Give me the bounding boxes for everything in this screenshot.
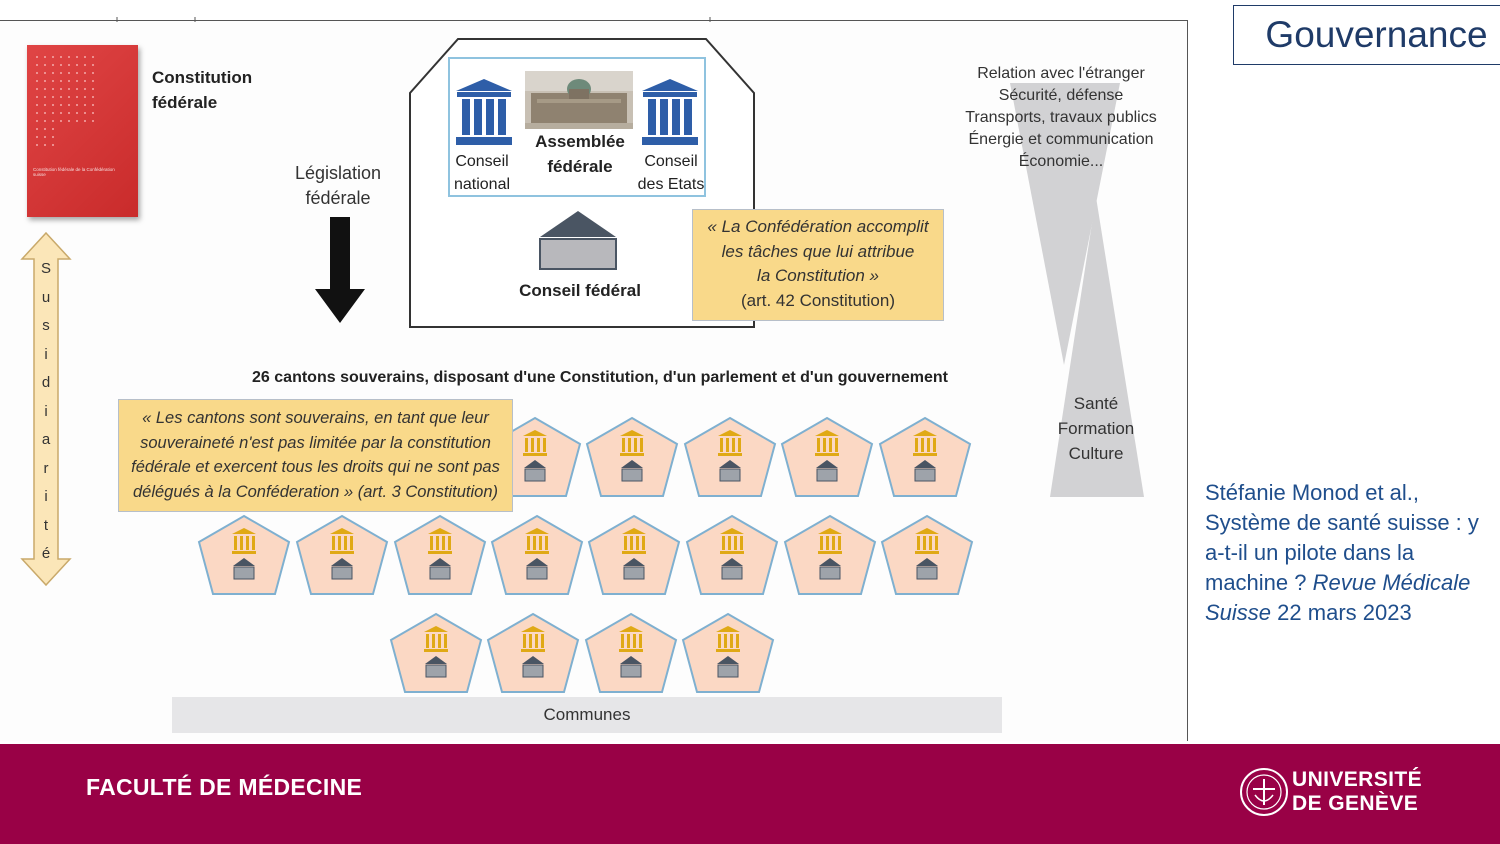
conseil-national-line2: national	[453, 176, 511, 193]
cantonal-quote-line2: souveraineté n'est pas limitée par la co…	[140, 433, 491, 452]
citation-authors: Stéfanie Monod et al., Système de santé …	[1205, 480, 1479, 595]
conseil-des-etats-line2: des Etats	[637, 176, 705, 193]
citation-date: 22 mars 2023	[1277, 600, 1412, 625]
subsidiarity-letter: r	[43, 459, 49, 477]
conseil-national-building-icon	[456, 79, 512, 145]
subsidiarity-letter: é	[41, 545, 51, 562]
federal-quote: « La Confédération accomplit les tâches …	[692, 209, 944, 321]
cantonal-task-3: Culture	[1068, 444, 1124, 463]
canton-pentagon	[878, 416, 972, 497]
slide-title-box: Gouvernance	[1233, 5, 1500, 65]
subsidiarity-letter: s	[42, 317, 50, 334]
governance-diagram: Constitution fédérale de la Confédératio…	[0, 17, 1188, 741]
federal-task-3: Transports, travaux publics	[965, 109, 1157, 126]
subsidiarity-arrow	[20, 231, 72, 587]
legislation-line2: fédérale	[305, 188, 371, 208]
canton-pentagon	[486, 612, 580, 693]
canton-pentagon	[685, 514, 779, 595]
canton-pentagon	[393, 514, 487, 595]
canton-pentagon	[587, 514, 681, 595]
conseil-des-etats-building-icon	[642, 79, 698, 145]
conseil-federal-label: Conseil fédéral	[519, 281, 641, 300]
cantonal-task-1: Santé	[1073, 394, 1119, 413]
canton-pentagon	[295, 514, 389, 595]
federal-task-1: Relation avec l'étranger	[977, 65, 1145, 82]
citation: Stéfanie Monod et al., Système de santé …	[1205, 478, 1497, 628]
canton-pentagon	[683, 416, 777, 497]
cantonal-quote: « Les cantons sont souverains, en tant q…	[118, 399, 513, 512]
constitution-book: Constitution fédérale de la Confédératio…	[27, 45, 138, 217]
university-name-line1: UNIVERSITÉ	[1292, 768, 1423, 791]
subsidiarity-letter: u	[41, 288, 51, 306]
citation-journal: Revue Médicale Suisse	[1205, 570, 1471, 625]
cantonal-quote-line1: « Les cantons sont souverains, en tant q…	[142, 409, 489, 427]
federal-quote-line4: (art. 42 Constitution)	[740, 290, 895, 310]
subsidiarity-letter: t	[43, 516, 49, 534]
constitution-label-line1: Constitution	[152, 68, 253, 87]
canton-pentagon	[681, 612, 775, 693]
cantons-heading: 26 cantons souverains, disposant d'une C…	[252, 369, 948, 386]
footer-bar	[0, 744, 1500, 844]
canton-pentagon	[780, 416, 874, 497]
canton-pentagon	[783, 514, 877, 595]
subsidiarity-letter: S	[40, 260, 51, 277]
federal-tasks-list: Relation avec l'étranger Sécurité, défen…	[956, 63, 1166, 173]
federal-task-4: Énergie et communication	[968, 131, 1154, 148]
canton-pentagon	[490, 514, 584, 595]
canton-pentagon	[197, 514, 291, 595]
university-name-line2: DE GENÈVE	[1292, 792, 1419, 815]
canton-pentagon	[584, 612, 678, 693]
university-name: UNIVERSITÉ DE GENÈVE	[1292, 768, 1422, 816]
conseil-des-etats-label: Conseil des Etats	[636, 150, 706, 196]
constitution-label-line2: fédérale	[152, 93, 218, 112]
canton-pentagon	[585, 416, 679, 497]
assemblee-line1: Assemblée	[535, 132, 625, 151]
subsidiarity-letter: i	[44, 402, 48, 420]
federal-palace-photo	[525, 71, 633, 129]
university-seal-icon	[1240, 768, 1288, 816]
assemblee-label: Assemblée fédérale	[530, 129, 630, 179]
canton-pentagon	[389, 612, 483, 693]
book-dot-pattern	[36, 56, 94, 146]
cantonal-tasks-list: Santé Formation Culture	[1046, 391, 1146, 466]
legislation-label: Législation fédérale	[278, 161, 398, 211]
conseil-des-etats-line1: Conseil	[644, 153, 698, 170]
communes-bar: Communes	[172, 697, 1002, 733]
federal-quote-line1: « La Confédération accomplit	[707, 217, 929, 236]
constitution-label: Constitution fédérale	[152, 65, 252, 115]
subsidiarity-letter: i	[44, 345, 48, 363]
canton-pentagons	[197, 416, 974, 693]
federal-task-5: Économie...	[1018, 153, 1104, 170]
federal-task-2: Sécurité, défense	[998, 87, 1124, 104]
legislation-down-arrow	[315, 217, 365, 323]
conseil-federal-building-icon	[539, 211, 617, 270]
top-ticks	[116, 17, 711, 22]
assemblee-line2: fédérale	[547, 157, 613, 176]
legislation-line1: Législation	[294, 163, 382, 183]
conseil-national-line1: Conseil	[455, 153, 509, 170]
canton-pentagon	[880, 514, 974, 595]
slide-title: Gouvernance	[1265, 14, 1488, 55]
subsidiarity-letter: i	[44, 488, 48, 505]
communes-label: Communes	[543, 705, 631, 724]
cantonal-quote-line4: délégués à la Conféderation » (art. 3 Co…	[132, 482, 499, 501]
cantonal-task-2: Formation	[1057, 419, 1135, 438]
federal-quote-line3: la Constitution »	[757, 266, 879, 285]
subsidiarity-letter: d	[41, 374, 51, 391]
competence-triangles	[1010, 83, 1144, 497]
faculty-name: FACULTÉ DE MÉDECINE	[86, 774, 363, 800]
subsidiarity-letter: a	[41, 431, 51, 448]
book-cover-text: Constitution fédérale de la Confédératio…	[33, 167, 115, 177]
federal-quote-line2: les tâches que lui attribue	[721, 241, 915, 261]
cantonal-quote-line3: fédérale et exercent tous les droits qui…	[131, 458, 500, 476]
conseil-national-label: Conseil national	[448, 150, 516, 196]
